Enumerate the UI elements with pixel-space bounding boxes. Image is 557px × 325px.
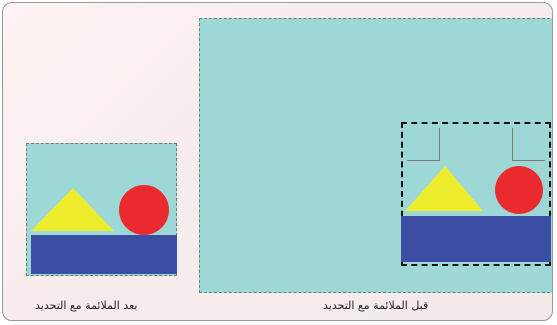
yellow-triangle [405, 166, 483, 211]
yellow-triangle [31, 188, 114, 231]
window-frame: قبل الملائمة مع التحديد بعد الملائمة مع … [2, 2, 553, 321]
red-circle [495, 166, 543, 214]
blue-band [31, 235, 177, 274]
after-canvas [26, 143, 177, 276]
blue-band [401, 216, 551, 262]
red-circle [119, 185, 169, 235]
selection-corner-top-left [407, 128, 440, 161]
after-caption: بعد الملائمة مع التحديد [35, 299, 138, 312]
before-caption: قبل الملائمة مع التحديد [323, 299, 429, 312]
selection-rectangle[interactable] [401, 122, 551, 266]
selection-corner-top-right [512, 128, 545, 161]
before-canvas [199, 18, 552, 293]
